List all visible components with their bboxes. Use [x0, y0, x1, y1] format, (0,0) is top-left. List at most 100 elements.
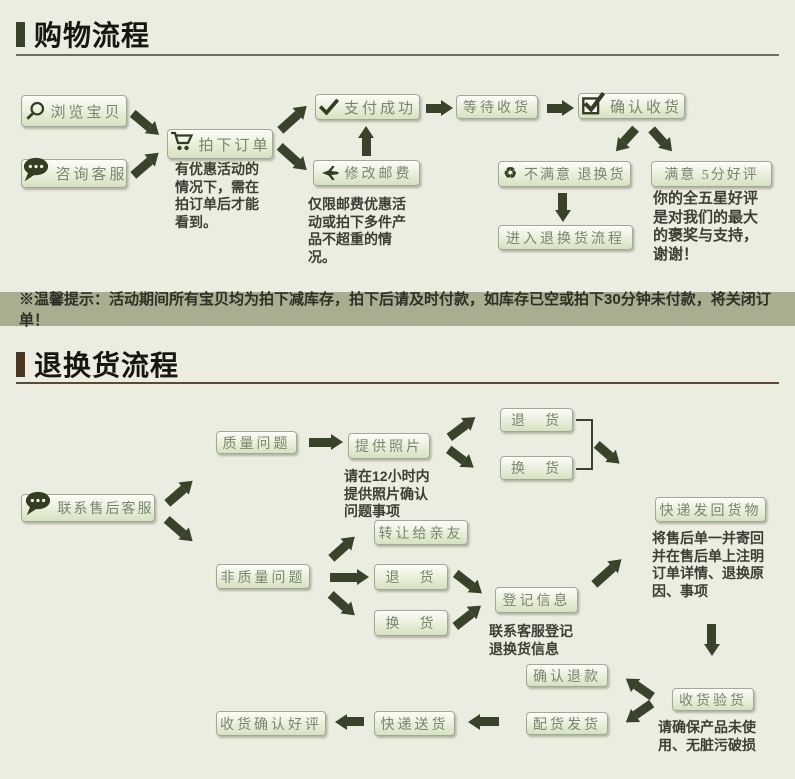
node-nonquality: 非质量问题 — [216, 564, 310, 589]
node-label: 登记信息 — [502, 594, 571, 609]
note-postage: 仅限邮费优惠活动或拍下多件产品不超重的情况。 — [308, 196, 406, 265]
flow-arrow — [704, 624, 720, 656]
node-label: 非质量问题 — [220, 570, 306, 586]
flow-arrow — [621, 672, 656, 703]
flow-arrow — [609, 124, 642, 157]
flow-arrow — [426, 100, 453, 116]
flow-arrow — [444, 410, 481, 444]
section1-accent-bar — [16, 22, 25, 47]
checked-box-icon — [581, 92, 605, 116]
flow-arrow — [592, 438, 625, 470]
node-quality: 质量问题 — [216, 431, 297, 454]
flow-arrow — [358, 126, 374, 156]
node-label: 快递发回货物 — [659, 503, 762, 519]
flow-arrow — [128, 107, 165, 141]
node-label: 转让给亲友 — [378, 526, 464, 542]
flow-arrow — [326, 588, 361, 622]
flow-arrow — [326, 530, 361, 564]
node-label: 质量问题 — [222, 436, 291, 452]
node-receive-review: 收货确认好评 — [216, 711, 326, 736]
notice-text: ※温馨提示：活动期间所有宝贝均为拍下减库存，拍下后请及时付款，如库存已空或拍下3… — [19, 291, 771, 329]
node-label: 收货确认好评 — [220, 717, 322, 733]
shopping-cart-icon — [169, 129, 194, 153]
section1-rule — [16, 54, 779, 56]
notice-bar: ※温馨提示：活动期间所有宝贝均为拍下减库存，拍下后请及时付款，如库存已空或拍下3… — [0, 291, 795, 329]
flow-arrow — [450, 599, 486, 632]
flow-arrow — [162, 474, 198, 509]
node-label: 配货发货 — [533, 717, 601, 733]
section2-accent-bar — [16, 352, 25, 377]
node-label: 拍下订单 — [198, 137, 271, 154]
flow-arrow — [621, 697, 656, 729]
node-label: 提供照片 — [355, 440, 423, 455]
node-return-nonquality: 退 货 — [374, 564, 448, 590]
recycle-icon: ♻ — [503, 165, 519, 182]
node-label: 换 货 — [511, 462, 562, 477]
node-photos: 提供照片 — [348, 433, 430, 459]
flow-arrow — [444, 443, 479, 475]
node-label: 进入退换货流程 — [506, 231, 625, 247]
flow-arrow — [547, 100, 574, 116]
flow-arrow — [646, 124, 679, 157]
node-unsatisfied: ♻ 不满意 退换货 — [498, 161, 631, 187]
node-pay: 支付成功 — [315, 94, 420, 120]
node-wait: 等待收货 — [456, 95, 538, 119]
section2-rule — [16, 382, 779, 384]
node-label: 修改邮费 — [344, 167, 413, 182]
node-ship-back: 快递发回货物 — [655, 497, 766, 522]
node-label: 咨询客服 — [55, 167, 128, 183]
node-label: 满意 5分好评 — [664, 168, 759, 183]
node-browse: 浏览宝贝 — [21, 95, 127, 127]
node-label: 确认收货 — [609, 99, 682, 116]
flow-arrow — [555, 193, 571, 222]
flow-arrow — [309, 434, 343, 450]
magnifier-icon — [25, 101, 45, 121]
node-register: 登记信息 — [495, 587, 578, 613]
flow-arrow — [162, 513, 198, 548]
flow-arrow — [275, 99, 313, 136]
section2-title: 退换货流程 — [34, 351, 180, 382]
node-label: 确认退款 — [533, 669, 601, 685]
section1-title: 购物流程 — [34, 21, 151, 52]
node-label: 退 货 — [511, 414, 562, 429]
flow-arrow — [335, 714, 364, 730]
note-satisfied: 你的全五星好评是对我们的最大的褒奖与支持，谢谢！ — [653, 190, 759, 263]
node-return-quality: 退 货 — [500, 408, 573, 432]
node-contact: 联系售后客服 — [21, 491, 155, 522]
node-postage: 修改邮费 — [313, 160, 420, 186]
speech-bubble-icon — [21, 157, 51, 183]
checkmark-icon — [318, 98, 339, 116]
note-photos: 请在12小时内提供照片确认问题事项 — [344, 468, 430, 519]
node-label: 支付成功 — [343, 100, 416, 117]
speech-bubble-icon — [23, 491, 53, 517]
flow-arrow — [330, 569, 369, 585]
note-order: 有优惠活动的情况下，需在拍订单后才能看到。 — [175, 161, 259, 230]
airplane-icon — [321, 164, 340, 182]
node-transfer: 转让给亲友 — [374, 520, 468, 545]
node-order: 拍下订单 — [167, 129, 273, 159]
node-label: 等待收货 — [463, 101, 531, 116]
node-label: 换 货 — [385, 617, 437, 632]
note-inspect: 请确保产品未使用、无脏污破损 — [658, 719, 756, 753]
flow-arrow — [451, 567, 487, 600]
node-inspect: 收货验货 — [672, 688, 754, 711]
node-label: 快递送货 — [380, 717, 449, 733]
node-refund: 确认退款 — [526, 664, 608, 687]
node-enter-return: 进入退换货流程 — [498, 225, 633, 250]
node-confirm: 确认收货 — [578, 92, 685, 119]
node-label: 收货验货 — [679, 693, 747, 709]
node-exchange-nonquality: 换 货 — [374, 610, 448, 636]
node-label: 不满意 退换货 — [523, 168, 626, 183]
node-consult: 咨询客服 — [21, 157, 128, 188]
node-label: 退 货 — [385, 571, 437, 586]
node-label: 联系售后客服 — [57, 502, 154, 517]
node-dispatch: 配货发货 — [526, 712, 608, 735]
flow-arrow — [468, 714, 499, 730]
node-satisfied: 满意 5分好评 — [651, 161, 772, 187]
node-exchange-quality: 换 货 — [500, 456, 573, 480]
note-register: 联系客服登记退换货信息 — [489, 623, 573, 657]
flow-bracket — [576, 419, 593, 470]
node-delivery: 快递送货 — [374, 711, 455, 736]
note-ship-back: 将售后单一并寄回并在售后单上注明订单详情、退换原因、事项 — [652, 530, 764, 599]
